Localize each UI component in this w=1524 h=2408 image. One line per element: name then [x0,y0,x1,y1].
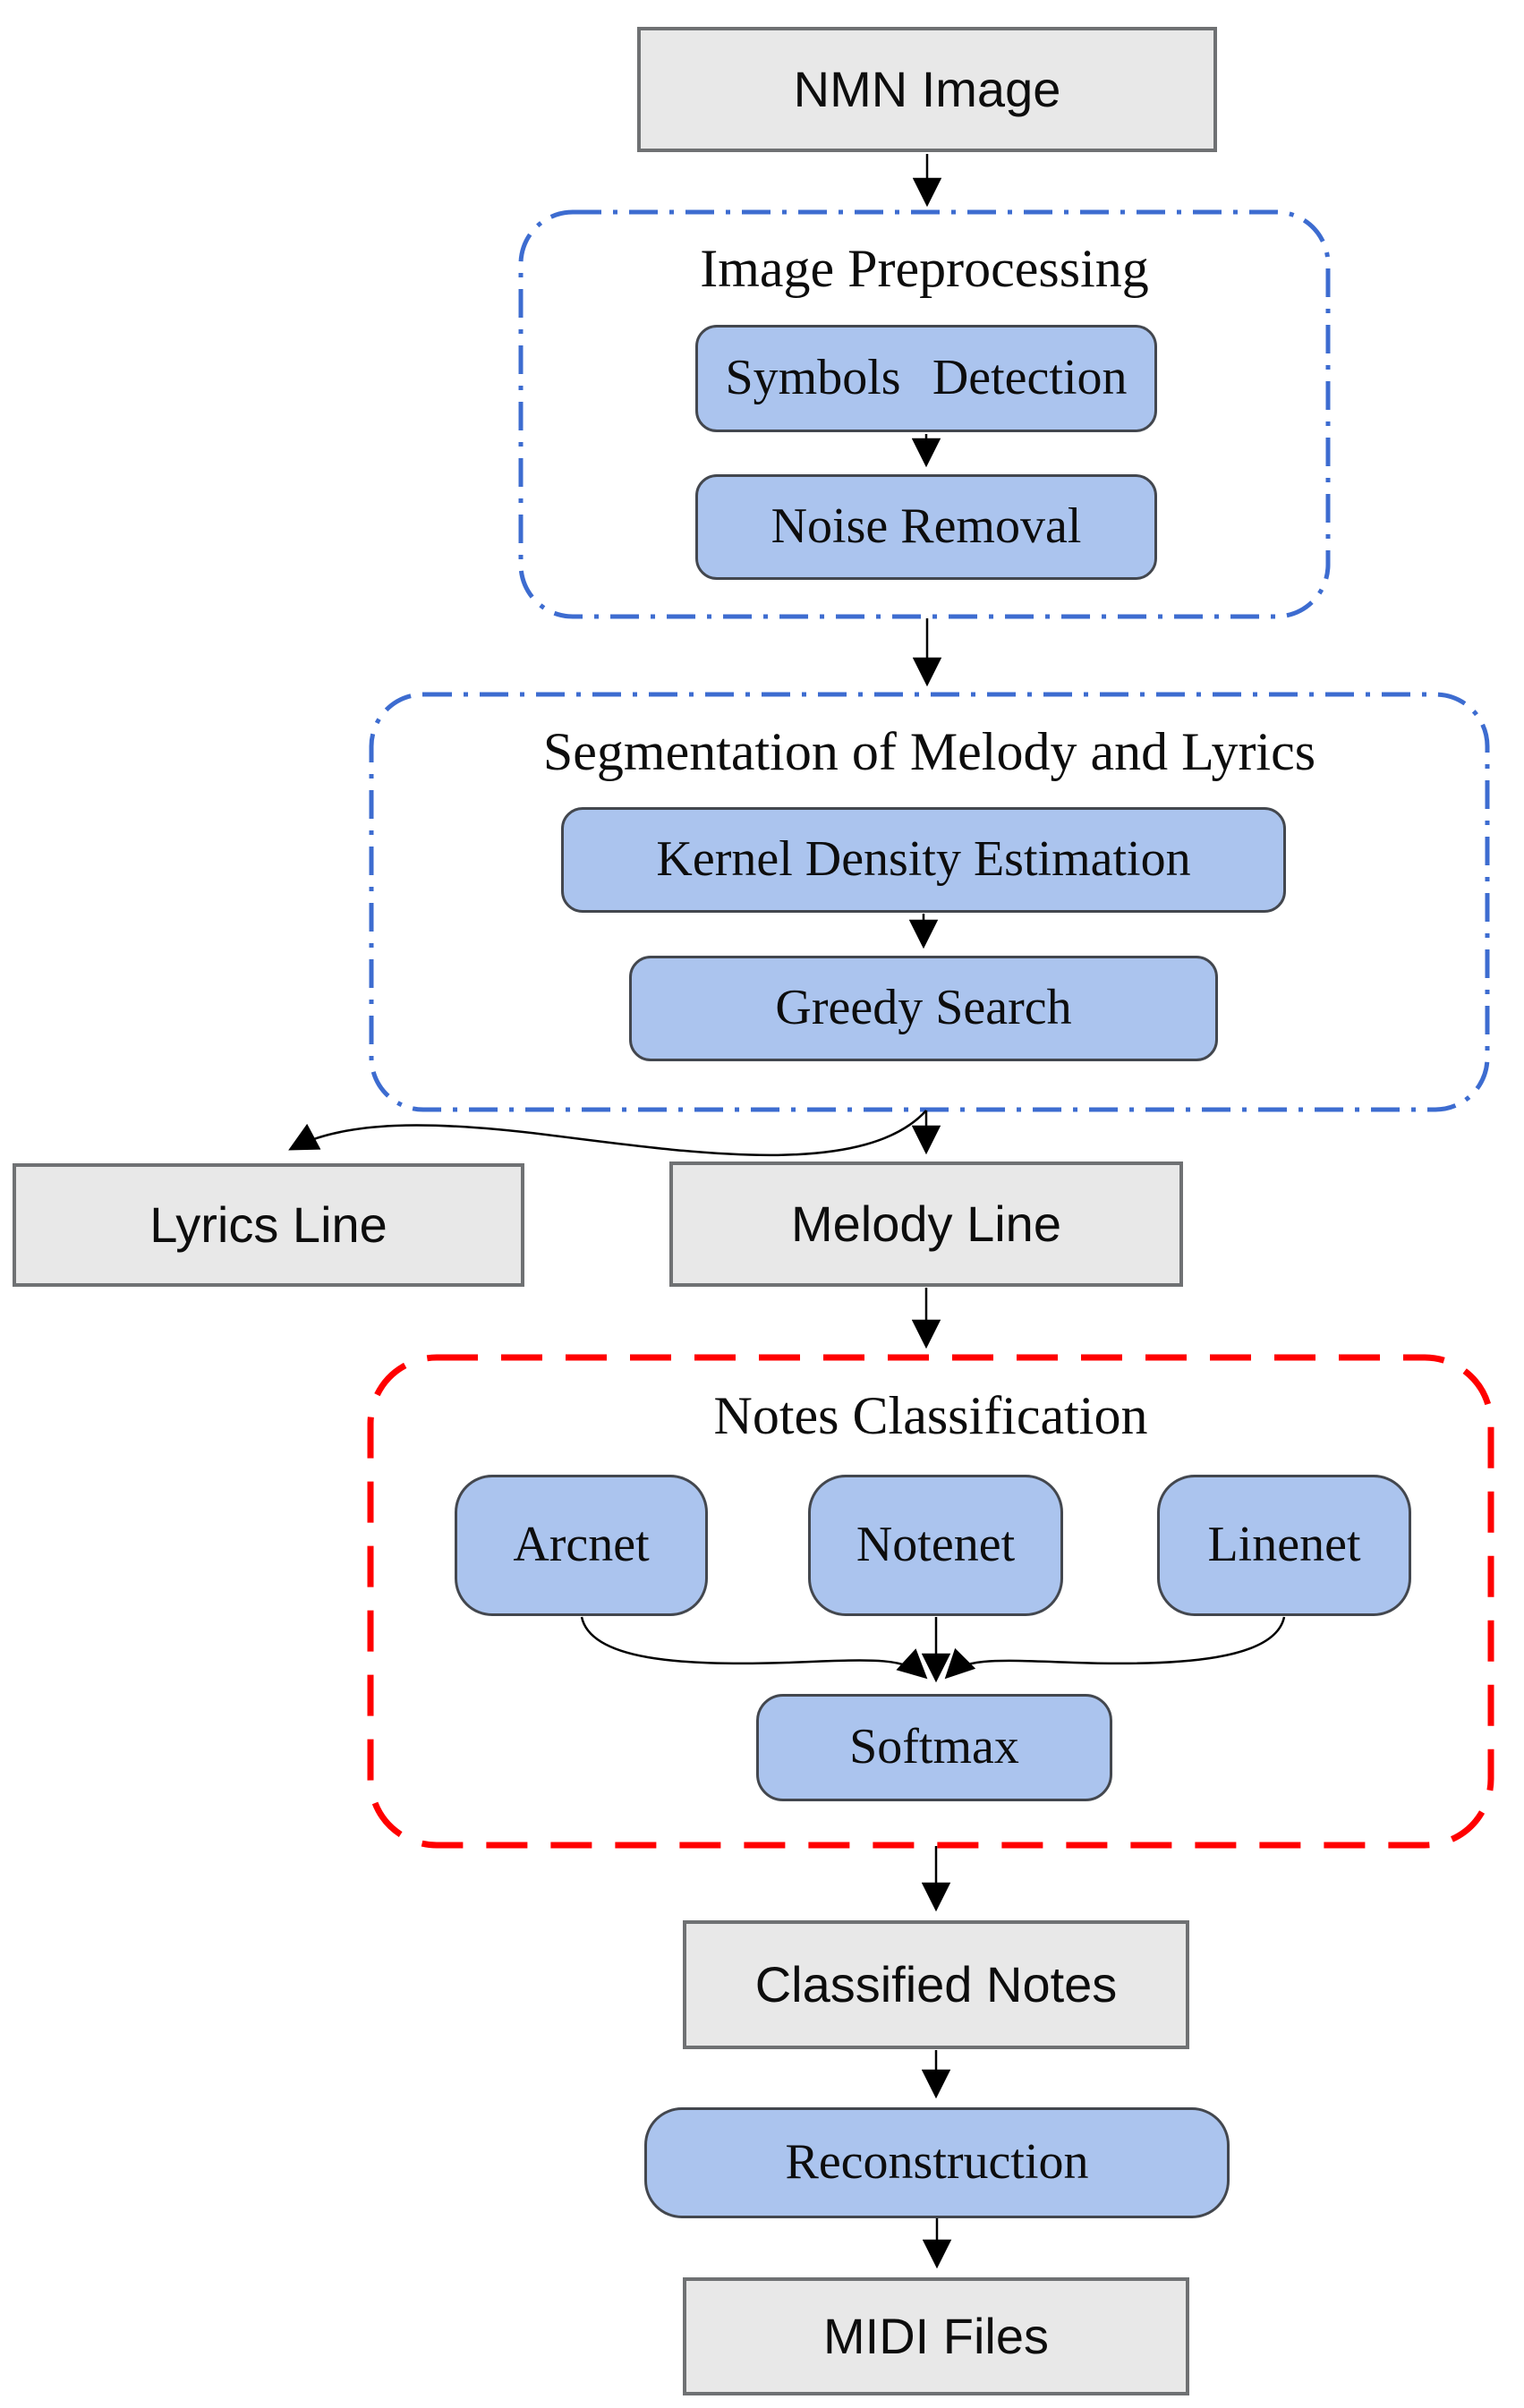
node-nmn-image: NMN Image [637,27,1217,152]
node-linenet: Linenet [1157,1475,1411,1616]
node-kernel-density-estimation: Kernel Density Estimation [561,807,1286,913]
node-softmax: Softmax [756,1694,1112,1801]
group-title-notes-classification: Notes Classification [713,1386,1148,1445]
node-notenet: Notenet [808,1475,1063,1616]
node-midi-files: MIDI Files [683,2277,1189,2395]
node-greedy-search: Greedy Search [629,956,1218,1061]
node-symbols-detection: Symbols Detection [695,325,1157,432]
group-title-image-preprocessing: Image Preprocessing [700,239,1149,298]
segmentation-container [369,692,1490,1112]
group-title-segmentation: Segmentation of Melody and Lyrics [542,722,1316,781]
node-classified-notes: Classified Notes [683,1920,1189,2049]
node-melody-line: Melody Line [669,1161,1183,1287]
node-noise-removal: Noise Removal [695,474,1157,580]
image-preprocessing-container [518,209,1331,619]
arrow-linenet-to-softmax [944,1616,1286,1680]
node-reconstruction: Reconstruction [644,2107,1230,2218]
arrow-arcnet-to-softmax [580,1616,928,1680]
node-arcnet: Arcnet [455,1475,708,1616]
node-lyrics-line: Lyrics Line [13,1163,524,1287]
arrow-segmentation-to-lyrics [288,1110,927,1157]
